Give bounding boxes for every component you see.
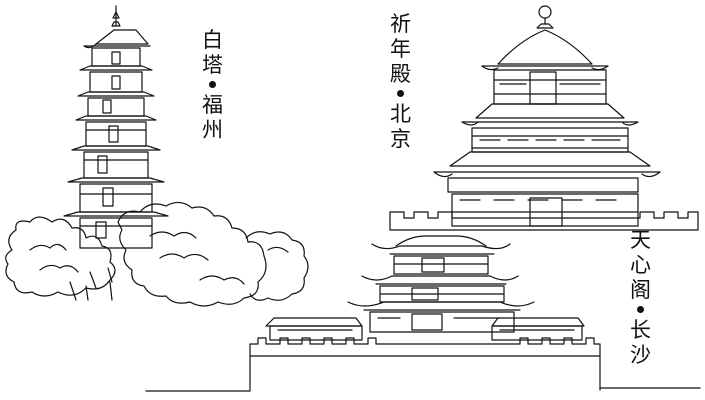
fuzhou-city-name: 福州: [202, 93, 223, 142]
white-pagoda-label: 白塔 福州: [202, 28, 223, 143]
white-pagoda-name: 白塔: [202, 28, 223, 77]
hall-of-prayer-label: 祈年殿 北京: [390, 12, 411, 152]
separator-dot: [209, 81, 216, 88]
separator-dot: [637, 306, 644, 313]
hall-of-prayer-drawing: [389, 5, 699, 231]
separator-dot: [397, 90, 404, 97]
tianxin-pavilion-name: 天心阁: [630, 228, 651, 302]
hall-of-prayer-name: 祈年殿: [390, 12, 411, 86]
ground-lines: [145, 387, 701, 392]
changsha-city-name: 长沙: [630, 318, 651, 367]
beijing-city-name: 北京: [390, 102, 411, 151]
tianxin-pavilion-label: 天心阁 长沙: [630, 228, 651, 368]
tianxin-pavilion-drawing: [249, 235, 601, 391]
tree-cluster-drawing: [5, 201, 309, 307]
white-pagoda-drawing: [63, 5, 169, 249]
